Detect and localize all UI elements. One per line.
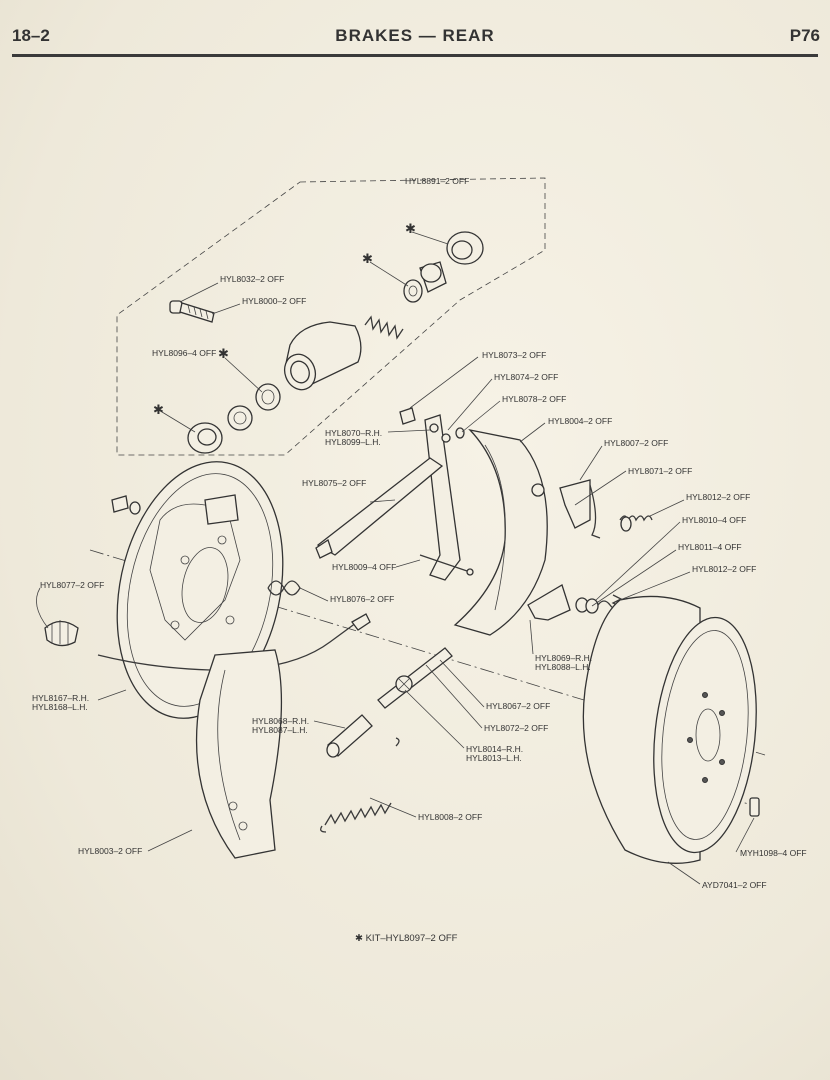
label-hyl8078: HYL8078–2 OFF <box>502 394 566 404</box>
page-title: BRAKES — REAR <box>335 26 495 45</box>
lower-return-spring <box>320 737 400 833</box>
bleed-screw <box>179 302 215 323</box>
label-hyl8891: HYL8891–2 OFF <box>405 176 469 186</box>
lever-clip <box>455 427 465 439</box>
label-hyl8007: HYL8007–2 OFF <box>604 438 668 448</box>
dust-boot-upper <box>446 231 484 265</box>
grommet <box>44 620 79 647</box>
section-number: 18–2 <box>12 26 50 45</box>
label-hyl8010: HYL8010–4 OFF <box>682 515 746 525</box>
label-hyl8032: HYL8032–2 OFF <box>220 274 284 284</box>
label-myh1098: MYH1098–4 OFF <box>740 848 807 858</box>
label-hyl8069: HYL8069–R.H. <box>535 653 592 663</box>
label-hyl8099: HYL8099–L.H. <box>325 437 381 447</box>
label-hyl8072: HYL8072–2 OFF <box>484 723 548 733</box>
brake-shoe-rear <box>453 428 548 636</box>
handbrake-lever <box>424 414 461 581</box>
asterisk-marker: ✱ <box>218 347 229 362</box>
label-hyl8075: HYL8075–2 OFF <box>302 478 366 488</box>
label-hyl8003: HYL8003–2 OFF <box>78 846 142 856</box>
label-hyl8074: HYL8074–2 OFF <box>494 372 558 382</box>
label-hyl8013: HYL8013–L.H. <box>466 753 522 763</box>
label-hyl8070: HYL8070–R.H. <box>325 428 382 438</box>
label-hyl8014: HYL8014–R.H. <box>466 744 523 754</box>
return-spring-upper <box>619 515 653 532</box>
drum-screw <box>749 797 760 817</box>
label-hyl8168: HYL8168–L.H. <box>32 702 88 712</box>
label-hyl8088: HYL8088–L.H. <box>535 662 591 672</box>
hold-down-cup <box>575 597 599 614</box>
cable-end <box>351 613 371 631</box>
piston-left <box>227 405 253 431</box>
adjuster-bracket <box>527 584 571 621</box>
kit-footnote: ✱ KIT–HYL8097–2 OFF <box>355 933 458 944</box>
dust-boot-lower <box>187 422 223 454</box>
adjuster-assembly <box>377 647 453 709</box>
brake-shoe-front <box>195 649 283 859</box>
label-hyl8087: HYL8087–L.H. <box>252 725 308 735</box>
label-hyl8012-upper: HYL8012–2 OFF <box>686 492 750 502</box>
wheel-cylinder-body <box>283 321 362 391</box>
label-hyl8167: HYL8167–R.H. <box>32 693 89 703</box>
label-hyl8012-lower: HYL8012–2 OFF <box>692 564 756 574</box>
label-ayd7041: AYD7041–2 OFF <box>702 880 767 890</box>
label-hyl8004: HYL8004–2 OFF <box>548 416 612 426</box>
strut-bar <box>315 457 444 559</box>
label-hyl8068: HYL8068–R.H. <box>252 716 309 726</box>
label-hyl8000: HYL8000–2 OFF <box>242 296 306 306</box>
adjuster-plunger <box>326 714 373 758</box>
wheel-cylinder-kit-boundary <box>116 177 546 456</box>
leader-lines <box>36 231 755 885</box>
brake-drum <box>582 595 757 864</box>
label-hyl8011: HYL8011–4 OFF <box>678 542 742 552</box>
adjuster-lever <box>559 479 601 539</box>
cylinder-cup-seal <box>403 279 423 303</box>
label-hyl8071: HYL8071–2 OFF <box>628 466 692 476</box>
lever-pin <box>399 407 416 425</box>
label-hyl8076: HYL8076–2 OFF <box>330 594 394 604</box>
backplate-bolt <box>111 495 141 515</box>
piston-seal-left <box>255 383 281 411</box>
cylinder-piston <box>419 261 447 293</box>
header-rule <box>12 54 818 57</box>
label-hyl8067: HYL8067–2 OFF <box>486 701 550 711</box>
label-hyl8096: HYL8096–4 OFF <box>152 348 216 358</box>
page-code: P76 <box>789 26 820 45</box>
label-hyl8073: HYL8073–2 OFF <box>482 350 546 360</box>
label-hyl8008: HYL8008–2 OFF <box>418 812 482 822</box>
asterisk-marker: ✱ <box>153 403 164 418</box>
cylinder-spring <box>364 315 404 340</box>
label-hyl8009: HYL8009–4 OFF <box>332 562 396 572</box>
asterisk-marker: ✱ <box>405 222 416 237</box>
hold-down-pin <box>419 554 474 576</box>
label-hyl8077: HYL8077–2 OFF <box>40 580 104 590</box>
asterisk-marker: ✱ <box>362 252 373 267</box>
